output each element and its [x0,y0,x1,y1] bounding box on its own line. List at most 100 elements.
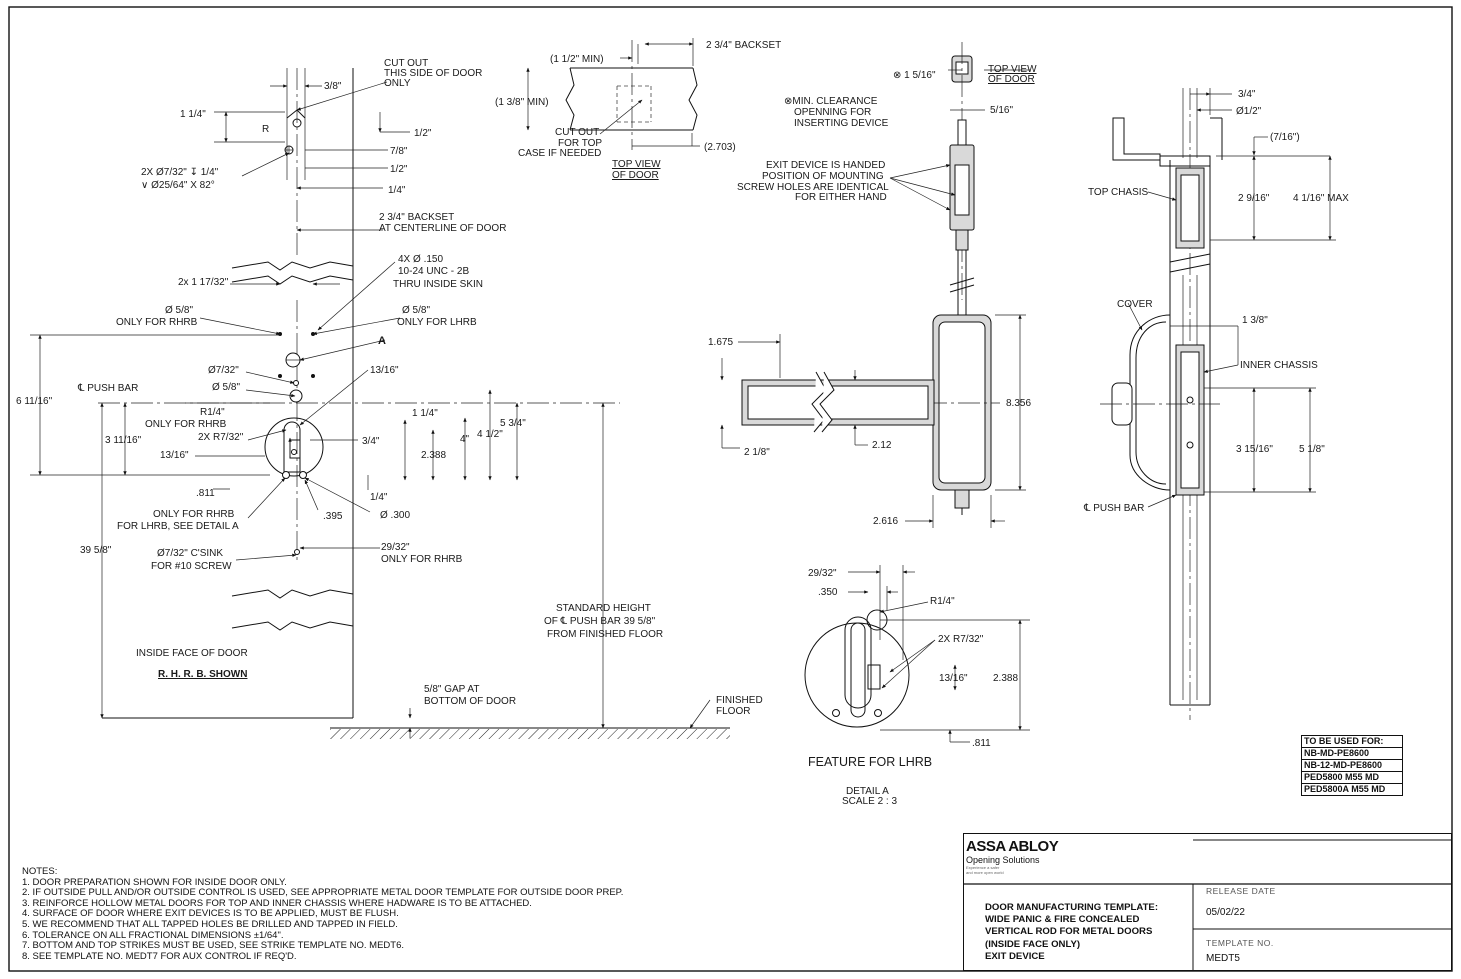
note-item: 3. REINFORCE HOLLOW METAL DOORS FOR TOP … [22,897,532,909]
note-item: 6. TOLERANCE ON ALL FRACTIONAL DIMENSION… [22,929,284,941]
template-title: DOOR MANUFACTURING TEMPLATE: WIDE PANIC … [985,902,1158,963]
dim-2x-1-17-32: 2x 1 17/32" [178,277,229,288]
note-item: 5. WE RECOMMEND THAT ALL TAPPED HOLES BE… [22,918,398,930]
detail-a-scale: SCALE 2 : 3 [842,796,897,807]
da-2x-r7-32: 2X R7/32" [938,634,984,645]
detail-a-marker: A [378,335,386,347]
top-cut-out-2: FOR TOP [558,138,602,149]
handed-note-2: POSITION OF MOUNTING [762,171,884,182]
cut-out-label-1: CUT OUT [384,58,428,69]
top-2-703: (2.703) [704,142,736,153]
handed-note-1: EXIT DEVICE IS HANDED [766,160,885,171]
note-item: 8. SEE TEMPLATE NO. MEDT7 FOR AUX CONTRO… [22,950,297,962]
template-no-label: TEMPLATE NO. [1206,938,1274,948]
gap-label-1: 5/8" GAP AT [424,684,479,695]
only-rhrb-1: ONLY FOR RHRB [153,509,235,520]
dia-5-8: Ø 5/8" [212,382,240,393]
dim-1-2: 1/2" [414,128,432,139]
ed-1-5-16: ⊗ 1 5/16" [893,70,936,81]
brand-tagline-2: and more open world [966,870,1004,875]
holes-4x-2: 10-24 UNC - 2B [398,266,469,277]
sv-7-16: (7/16") [1270,132,1300,143]
top-view-label-1: TOP VIEW [612,159,661,170]
template-no-value: MEDT5 [1206,953,1240,964]
top-view-label-2: OF DOOR [612,170,659,181]
dim-1-4: 1/4" [388,185,406,196]
backset-label-2: AT CENTERLINE OF DOOR [379,223,506,234]
dim-39-5-8: 39 5/8" [80,545,112,556]
top-cut-out-1: CUT OUT [555,127,599,138]
detail-a [804,565,1030,743]
ed-top-view-2: OF DOOR [988,74,1035,85]
gap-label-2: BOTTOM OF DOOR [424,696,516,707]
dim-13-16-a: 13/16" [370,365,399,376]
sv-1-2: Ø1/2" [1236,106,1262,117]
ed-1-675: 1.675 [708,337,733,348]
handed-note-3: SCREW HOLES ARE IDENTICAL [737,182,889,193]
dia-5-8-rhrb-1: Ø 5/8" [165,305,193,316]
csink-1: Ø7/32" C'SINK [157,548,223,559]
dimension-labels: CUT OUT THIS SIDE OF DOOR ONLY 3/8" 1 1/… [16,40,1349,807]
ed-2-616: 2.616 [873,516,898,527]
cut-out-label-2: THIS SIDE OF DOOR [384,68,482,79]
dim-1-1-4-b: 1 1/4" [412,408,438,419]
note-item: 4. SURFACE OF DOOR WHERE EXIT DEVICES IS… [22,908,399,920]
dim-3-8: 3/8" [324,81,342,92]
r14-rhrb-2: ONLY FOR RHRB [145,419,227,430]
dim-2-388: 2.388 [421,450,446,461]
note-item: 1. DOOR PREPARATION SHOWN FOR INSIDE DOO… [22,876,287,888]
ed-2-12: 2.12 [872,440,892,451]
dim-5-3-4: 5 3/4" [500,418,526,429]
dim-811: .811 [196,488,215,499]
note-item: 2. IF OUTSIDE PULL AND/OR OUTSIDE CONTRO… [22,887,624,899]
notes-block: NOTES: 1. DOOR PREPARATION SHOWN FOR INS… [22,866,624,962]
dim-3-11-16: 3 11/16" [105,435,142,446]
sv-inner-chassis: INNER CHASSIS [1240,360,1318,371]
r14-rhrb-1: R1/4" [200,407,225,418]
top-backset: 2 3/4" BACKSET [706,40,781,51]
sv-3-4: 3/4" [1238,89,1256,100]
feature-lhrb-label: FEATURE FOR LHRB [808,755,932,769]
da-2-388: 2.388 [993,673,1018,684]
cut-out-label-3: ONLY [384,78,411,89]
dim-2x-r7-32: 2X R7/32" [198,432,244,443]
finished-floor-2: FLOOR [716,706,750,717]
hole-callout-2: ∨ Ø25/64" X 82° [141,180,215,191]
radius-label: R [262,124,269,135]
company-logo: ASSA ABLOY Opening Solutions Experience … [966,838,1059,875]
da-r14: R1/4" [930,596,955,607]
min-clearance-1: ⊗MIN. CLEARANCE [784,96,878,107]
dim-395: .395 [323,511,343,522]
used-for-header: TO BE USED FOR: [1301,735,1403,748]
used-for-table: TO BE USED FOR: NB-MD-PE8600 NB-12-MD-PE… [1301,735,1403,796]
dim-7-8: 7/8" [390,146,408,157]
backset-label-1: 2 3/4" BACKSET [379,212,454,223]
cl-push-bar-label: ℄ PUSH BAR [77,383,138,394]
title-line: (INSIDE FACE ONLY) [985,938,1081,950]
rhrb-shown-label: R. H. R. B. SHOWN [158,669,247,680]
brand-tagline-1: Experience a safer [966,865,1000,870]
top-1-1-2-min: (1 1/2" MIN) [550,54,604,65]
da-811: .811 [972,738,991,749]
title-block [963,833,1452,971]
exit-device-front [720,42,1030,528]
note-item: 7. BOTTOM AND TOP STRIKES MUST BE USED, … [22,940,405,952]
title-line: EXIT DEVICE [985,950,1045,962]
used-for-item: PED5800A M55 MD [1301,783,1403,796]
holes-4x-3: THRU INSIDE SKIN [393,279,483,290]
csink-2: FOR #10 SCREW [151,561,232,572]
ed-5-16: 5/16" [990,105,1013,116]
release-date-value: 05/02/22 [1206,907,1245,918]
sv-2-9-16: 2 9/16" [1238,193,1270,204]
dia-5-8-lhrb-2: ONLY FOR LHRB [397,317,477,328]
door-dimensions [30,81,711,738]
used-for-item: PED5800 M55 MD [1301,771,1403,784]
dia-7-32: Ø7/32" [208,365,239,376]
handed-note-4: FOR EITHER HAND [795,192,887,203]
dim-1-2-b: 1/2" [390,164,408,175]
sv-1-3-8: 1 3/8" [1242,315,1268,326]
da-13-16: 13/16" [939,673,968,684]
dim-13-16-b: 13/16" [160,450,189,461]
dim-1-1-4: 1 1/4" [180,109,206,120]
